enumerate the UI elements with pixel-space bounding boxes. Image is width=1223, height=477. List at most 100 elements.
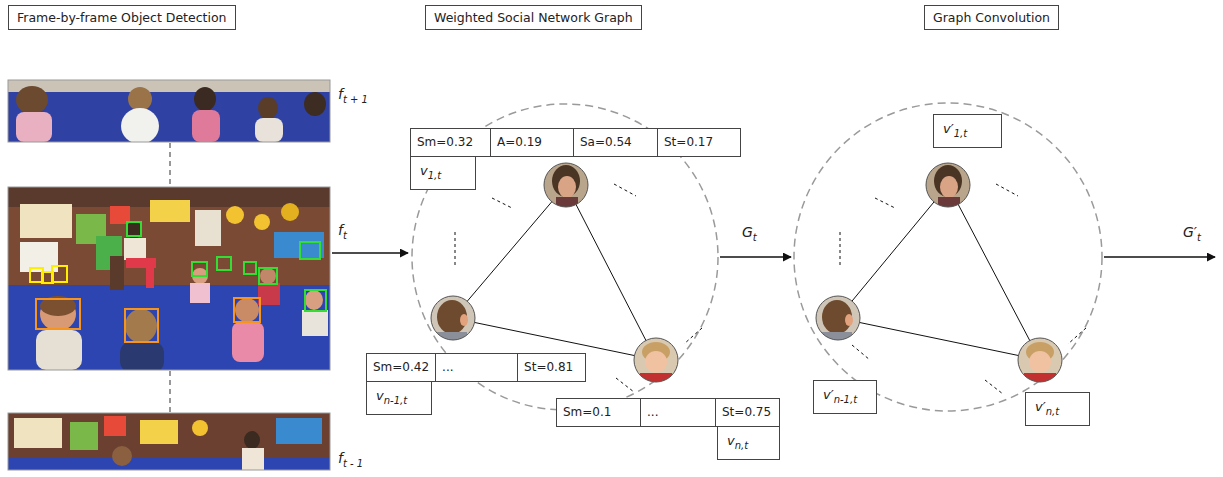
person-vertex — [1018, 338, 1062, 385]
math-subscript: t - 1 — [343, 458, 363, 469]
video-frame — [304, 92, 326, 116]
vertex-symbol: v′ — [943, 121, 954, 136]
video-frame — [121, 108, 159, 142]
video-frame — [120, 342, 164, 370]
math-label: ft + 1 — [338, 86, 368, 108]
math-symbol: G′ — [1183, 224, 1197, 240]
graph-edge-partial — [1068, 328, 1086, 344]
video-frame — [305, 290, 323, 310]
graph-edge-partial — [492, 198, 512, 208]
feature-value: ... — [641, 399, 716, 426]
graph-edge — [453, 185, 656, 360]
graph-edge — [948, 185, 1040, 360]
video-frame — [127, 222, 141, 236]
video-frame — [302, 310, 328, 336]
video-frame — [258, 97, 278, 119]
vertex-subscript: n-1,t — [834, 394, 857, 405]
feature-vector: Sm=0.32A=0.19Sa=0.54St=0.17 — [410, 128, 741, 157]
header-text: Frame-by-frame Object Detection — [17, 10, 227, 25]
flow-arrow — [332, 252, 408, 254]
graph-edge-partial — [616, 378, 634, 392]
graph-edge — [838, 185, 1040, 360]
video-frame — [8, 458, 330, 470]
header-text: Weighted Social Network Graph — [434, 10, 633, 25]
feature-value: Sm=0.42 — [367, 354, 436, 381]
video-frame — [40, 297, 76, 331]
math-symbol: f — [338, 222, 343, 238]
math-symbol: f — [338, 450, 343, 466]
frame-border — [8, 413, 330, 470]
video-frame — [150, 200, 190, 222]
math-subscript: t + 1 — [343, 94, 368, 105]
video-frame — [70, 422, 98, 450]
math-subscript: t — [1197, 232, 1201, 243]
video-frame — [190, 283, 210, 303]
video-frame — [281, 203, 299, 221]
feature-value: St=0.81 — [518, 354, 585, 381]
video-frame — [192, 110, 220, 142]
video-frame — [16, 86, 48, 114]
vertex-symbol: v — [376, 388, 384, 403]
math-subscript: t — [753, 232, 757, 243]
vertex-symbol: v — [727, 433, 735, 448]
graph-edge-partial — [985, 380, 1003, 394]
frame-sequence-line — [169, 371, 171, 412]
feature-value: Sa=0.54 — [574, 129, 658, 156]
graph-edge-partial — [455, 232, 456, 266]
video-frame — [232, 322, 264, 362]
graph-edge-partial — [614, 184, 636, 196]
video-frame — [8, 187, 330, 370]
frame-border — [8, 80, 330, 142]
graph-edge — [566, 185, 656, 360]
person-vertex — [816, 296, 860, 342]
video-frame — [8, 80, 330, 92]
person-vertex — [431, 163, 1062, 385]
graph-edge — [453, 185, 566, 318]
person-vertex — [1018, 338, 1062, 382]
video-frame — [36, 330, 82, 370]
feature-value: ... — [436, 354, 518, 381]
flow-arrow — [720, 256, 791, 258]
video-frame — [276, 418, 322, 444]
video-frame — [8, 80, 330, 142]
video-frame — [192, 262, 207, 276]
feature-vector: Sm=0.1...St=0.75 — [556, 398, 780, 427]
graph-edge-partial — [852, 345, 870, 360]
video-frame — [242, 448, 264, 470]
video-frame — [8, 80, 330, 142]
video-frame — [125, 309, 157, 343]
person-vertex — [634, 338, 678, 385]
video-frame — [110, 256, 124, 290]
video-frame — [112, 446, 132, 466]
graph-edge-partial — [996, 184, 1018, 196]
person-vertex — [544, 163, 588, 207]
math-label: ft — [338, 222, 347, 244]
video-frame — [16, 112, 52, 142]
person-vertex — [544, 163, 588, 209]
vertex-subscript: n-1,t — [384, 395, 407, 406]
math-symbol: G — [742, 224, 753, 240]
section-header: Graph Convolution — [924, 5, 1059, 30]
vertex-label: v′n-1,t — [813, 380, 877, 414]
math-label: G′t — [1183, 224, 1201, 246]
person-vertex — [926, 163, 970, 207]
video-frame — [300, 242, 320, 259]
video-frame — [244, 431, 260, 449]
vertex-subscript: n,t — [735, 440, 748, 451]
video-frame — [235, 298, 259, 322]
video-frame — [305, 290, 326, 311]
video-frame — [195, 210, 221, 246]
graph-edge-partial — [840, 184, 1086, 394]
video-frame — [140, 420, 178, 444]
video-frame — [36, 299, 80, 329]
header-text: Graph Convolution — [933, 10, 1050, 25]
video-frame — [128, 87, 152, 111]
feature-value: St=0.75 — [716, 399, 779, 426]
video-frame — [20, 204, 72, 238]
video-frame — [258, 283, 280, 305]
vertex-label: v1,t — [410, 156, 476, 190]
graph-edge-partial — [840, 232, 841, 266]
vertex-subscript: 1,t — [954, 128, 967, 139]
vertex-symbol: v′ — [823, 387, 834, 402]
video-frame — [8, 285, 330, 370]
